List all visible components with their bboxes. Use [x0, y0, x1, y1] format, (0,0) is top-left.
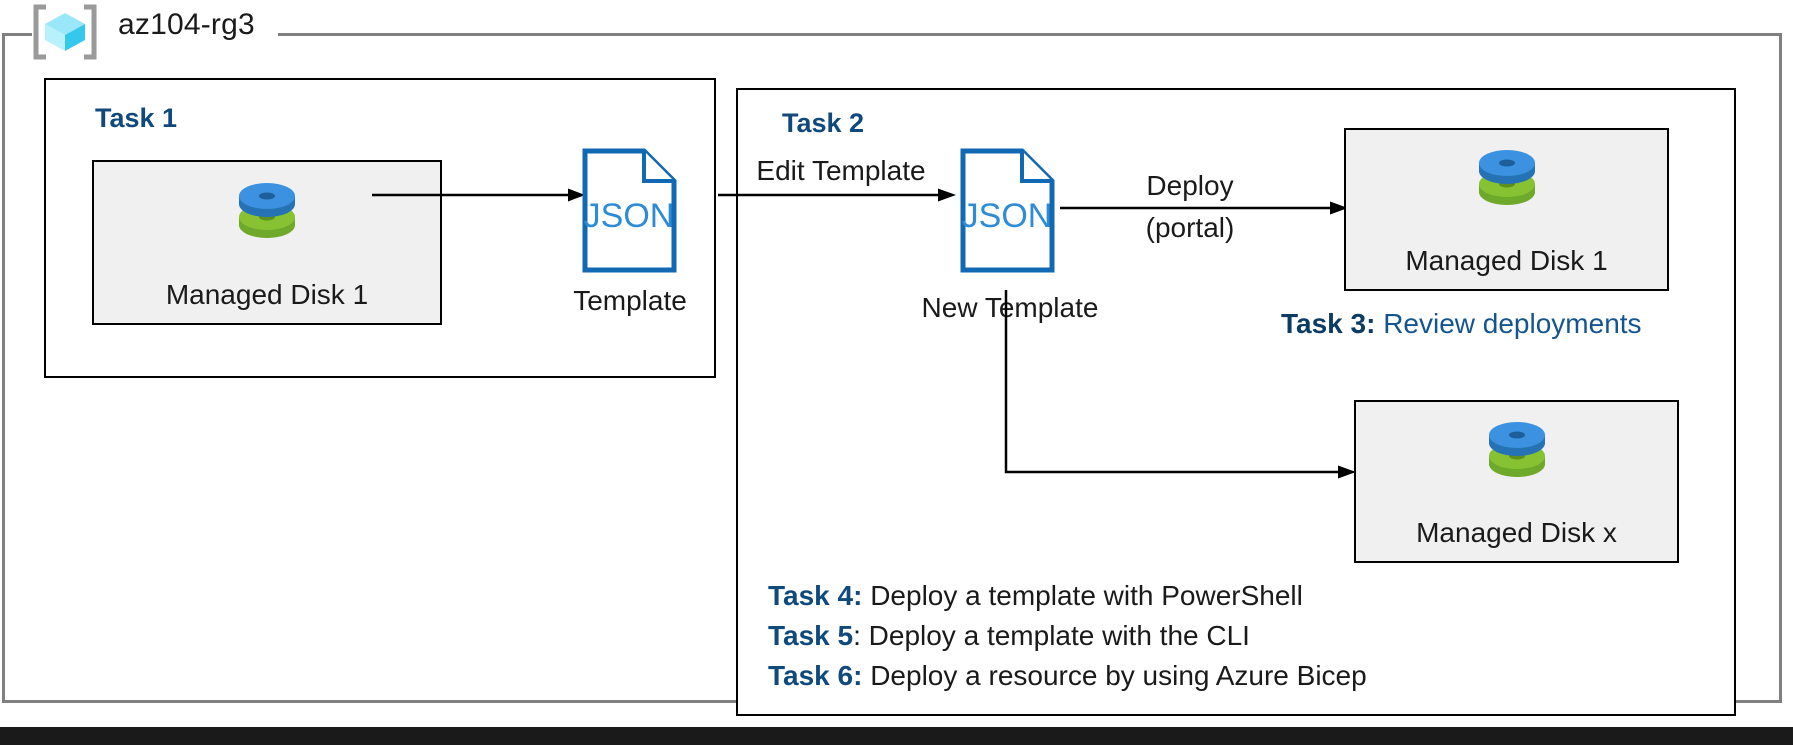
task6-text: Deploy a resource by using Azure Bicep: [870, 660, 1367, 691]
resource-group-frame-top-right: [278, 33, 1782, 36]
edit-template-arrow: [718, 185, 958, 205]
task1-resource-box: Managed Disk 1: [92, 160, 442, 325]
new-template-to-disk-x-connector: [1000, 290, 1360, 480]
task4-line: Task 4: Deploy a template with PowerShel…: [768, 580, 1303, 612]
task3-text: Review deployments: [1383, 308, 1642, 339]
task1-label: Task 1: [95, 103, 178, 133]
svg-text:JSON: JSON: [584, 197, 675, 235]
edit-template-arrow-label: Edit Template: [756, 155, 926, 186]
task6-line: Task 6: Deploy a resource by using Azure…: [768, 660, 1367, 692]
task3-label: Task 3:: [1281, 308, 1376, 339]
managed-disk-icon: [1486, 416, 1548, 493]
task1-to-template-arrow: [372, 185, 587, 205]
task5-line: Task 5: Deploy a template with the CLI: [768, 620, 1250, 652]
task2-deployed-resource-label: Managed Disk 1: [1405, 245, 1608, 276]
task5-text: : Deploy a template with the CLI: [853, 620, 1250, 651]
task5-label: Task 5: [768, 620, 854, 651]
task2-label: Task 2: [782, 108, 865, 138]
task4-label: Task 4:: [768, 580, 863, 611]
task2-json-new-template-icon: JSON: [960, 148, 1055, 278]
task6-label: Task 6:: [768, 660, 863, 691]
task3-line: Task 3: Review deployments: [1281, 308, 1642, 340]
deploy-portal-arrow-label-line1: Deploy: [1146, 170, 1234, 201]
azure-resource-group-cube-icon: [30, 3, 100, 61]
task1-json-template-icon: JSON: [582, 148, 677, 278]
resource-group-frame-top-left: [2, 33, 32, 36]
task2-new-template-caption: New Template: [921, 292, 1099, 323]
task1-template-caption: Template: [573, 285, 687, 316]
svg-text:JSON: JSON: [962, 197, 1053, 235]
task1-resource-label: Managed Disk 1: [165, 279, 369, 310]
task2-deployed-resource-box: Managed Disk 1: [1344, 128, 1669, 291]
task2-scripted-resource-label: Managed Disk x: [1416, 517, 1617, 548]
resource-group-name: az104-rg3: [118, 8, 255, 41]
deploy-portal-arrow: [1060, 198, 1350, 218]
managed-disk-icon: [1476, 144, 1538, 221]
bottom-bar: [0, 727, 1793, 745]
managed-disk-icon: [236, 177, 298, 254]
task2-scripted-resource-box: Managed Disk x: [1354, 400, 1679, 563]
task4-text: Deploy a template with PowerShell: [870, 580, 1303, 611]
deploy-portal-arrow-label-line2: (portal): [1145, 212, 1235, 243]
